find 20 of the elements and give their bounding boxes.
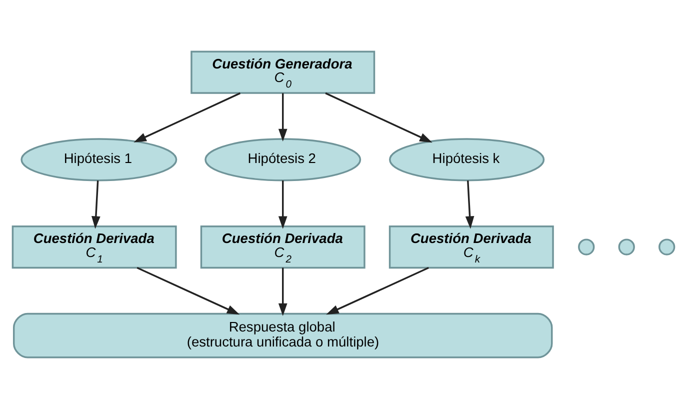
node-box: Cuestión Generadora C$_{0}$ xyxy=(190,50,376,94)
arrow xyxy=(278,92,288,141)
arrow xyxy=(136,266,240,314)
arrow xyxy=(134,92,241,142)
node-circle xyxy=(578,238,595,255)
node-circle xyxy=(658,238,676,255)
arrow xyxy=(278,180,288,228)
arrow xyxy=(326,266,429,314)
node-box: Cuestión Derivada C$_{1}$ xyxy=(12,224,177,268)
node-box: Cuestión Derivada C$_{k}$ xyxy=(388,224,554,268)
arrow xyxy=(278,267,288,316)
node-ellipse: Hipótesis 2 xyxy=(204,138,362,181)
node-box: Cuestión Derivada C$_{2}$ xyxy=(200,224,366,268)
node-ellipse: Hipótesis k xyxy=(389,138,545,181)
node-box: Respuesta global (estructura unificada o múltiple) xyxy=(12,312,553,358)
node-ellipse: Hipótesis 1 xyxy=(20,138,178,181)
arrow xyxy=(465,180,474,228)
arrow xyxy=(92,180,100,228)
node-circle xyxy=(618,238,635,255)
arrow xyxy=(325,92,432,142)
